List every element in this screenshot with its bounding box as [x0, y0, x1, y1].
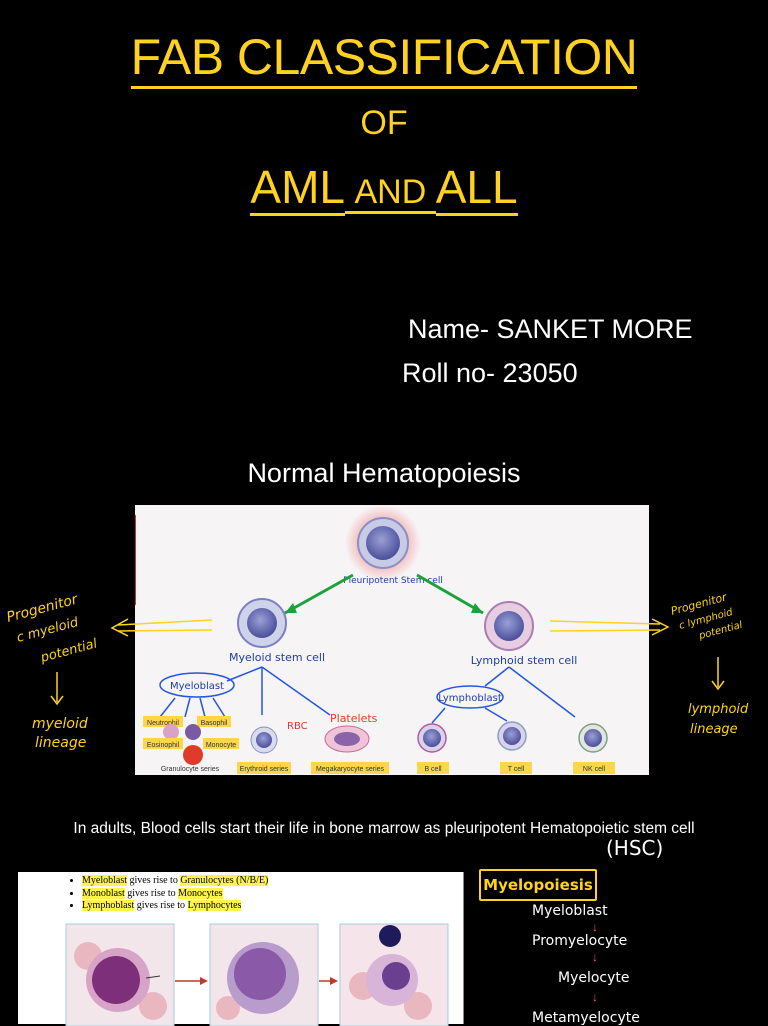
bullet-item: Myeloblast gives rise to Granulocytes (N… [82, 875, 463, 888]
lymphoid-arrow [549, 618, 670, 636]
hematopoiesis-svg: Pleuripotent Stem cell Myeloid stem cell… [134, 505, 615, 774]
subtitle-all: ALL [435, 161, 518, 216]
stage-arrow-icon: ↓ [592, 920, 598, 934]
bullet-item: Lymphoblast gives rise to Lymphocytes [82, 900, 463, 913]
myelocyte-micro [382, 962, 410, 990]
promyelocyte-micro [234, 948, 286, 1000]
note-myeloid-lineage-2: lineage [35, 735, 86, 751]
megakaryocyte-series-label: Megakaryocyte series [316, 766, 385, 773]
myeloid-stem-label: Myeloid stem cell [229, 651, 325, 664]
bullet-item: Monoblast gives rise to Monocytes [82, 887, 463, 901]
author-name: Name- SANKET MORE [408, 314, 693, 344]
t-cell-tag [500, 762, 532, 774]
subtitle: AML AND ALL [0, 160, 768, 216]
stage-metamyelocyte: Metamyelocyte [532, 1010, 640, 1026]
note-progenitor-3: potential [38, 636, 99, 666]
page-title: FAB CLASSIFICATION [0, 28, 768, 89]
eosinophil-cell [183, 745, 203, 765]
neutrophil-label: Neutrophil [147, 720, 179, 727]
myeloblast-micro [92, 956, 140, 1004]
subtitle-aml: AML [250, 161, 346, 216]
hsc-note: (HSC) [606, 836, 664, 860]
stage-arrow-icon: ↓ [592, 990, 598, 1004]
myeloid-notes: Progenitor c myeloid potential myeloid l… [5, 591, 99, 751]
lymphoid-nucleus [494, 611, 524, 641]
arrow-to-lymphoid [416, 573, 484, 615]
lymphoblast-outline [436, 685, 504, 709]
erythroid-tag [237, 762, 291, 774]
section-heading: Normal Hematopoiesis [247, 458, 521, 488]
myeloid-arrow [110, 618, 213, 637]
nk-cell-label: NK cell [583, 766, 606, 773]
stage-myeloblast: Myeloblast [532, 903, 608, 919]
b-cell-label: B cell [424, 766, 442, 773]
myeloblast-label: Myeloblast [170, 681, 224, 692]
arrow-to-myeloid [284, 573, 354, 615]
basophil-tag [197, 716, 231, 727]
myelopoiesis-title: Myelopoiesis [479, 869, 597, 901]
rbc-label: RBC [287, 721, 308, 732]
bullets-panel: Myeloblast gives rise to Granulocytes (N… [18, 872, 463, 1026]
stage-promyelocyte: Promyelocyte [532, 933, 628, 949]
stage-arrow-icon: ↓ [592, 950, 598, 964]
pluripotent-label: Pleuripotent Stem cell [343, 576, 443, 586]
arrow-head-myeloid [285, 603, 297, 613]
stage-myelocyte: Myelocyte [558, 970, 630, 986]
myeloblast-outline [159, 672, 235, 698]
micrograph-strip [65, 923, 449, 1026]
erythroid-series-label: Erythroid series [240, 766, 289, 773]
bullet-list: Myeloblast gives rise to Granulocytes (N… [18, 872, 463, 913]
subtitle-and: AND [345, 173, 436, 214]
eosinophil-tag [143, 738, 183, 749]
caption-text: In adults, Blood cells start their life … [73, 820, 695, 837]
megakaryocyte-tag [311, 762, 389, 774]
note-myeloid-lineage-1: myeloid [32, 716, 88, 732]
note-lymphoid-lineage-1: lymphoid [688, 702, 749, 717]
b-cell-tag [417, 762, 449, 774]
lymphoblast-label: Lymphoblast [438, 693, 502, 704]
myeloid-nucleus [247, 608, 277, 638]
nk-cell-tag [573, 762, 615, 774]
platelets-label: Platelets [330, 712, 378, 725]
basophil-label: Basophil [201, 720, 228, 727]
pluripotent-nucleus [366, 526, 400, 560]
author-roll: Roll no- 23050 [402, 358, 578, 388]
lymphoid-stem-label: Lymphoid stem cell [471, 654, 578, 667]
monocyte-label: Monocyte [206, 742, 236, 749]
of-text: OF [360, 104, 408, 142]
divider [463, 872, 464, 1024]
eosinophil-label: Eosinophil [147, 742, 180, 749]
note-lymphoid-lineage-2: lineage [690, 722, 738, 737]
arrow-head-lymphoid [471, 603, 483, 613]
neutrophil-tag [143, 716, 183, 727]
monocyte-tag [203, 738, 239, 749]
hematopoiesis-diagram: Pleuripotent Stem cell Myeloid stem cell… [134, 505, 649, 775]
basophil-cell [185, 724, 201, 740]
t-cell-label: T cell [508, 766, 525, 773]
neutrophil-cell [163, 724, 179, 740]
granulocyte-series-label: Granulocyte series [161, 766, 220, 773]
lymphoid-notes: Progenitor c lymphoid potential lymphoid… [669, 590, 749, 737]
